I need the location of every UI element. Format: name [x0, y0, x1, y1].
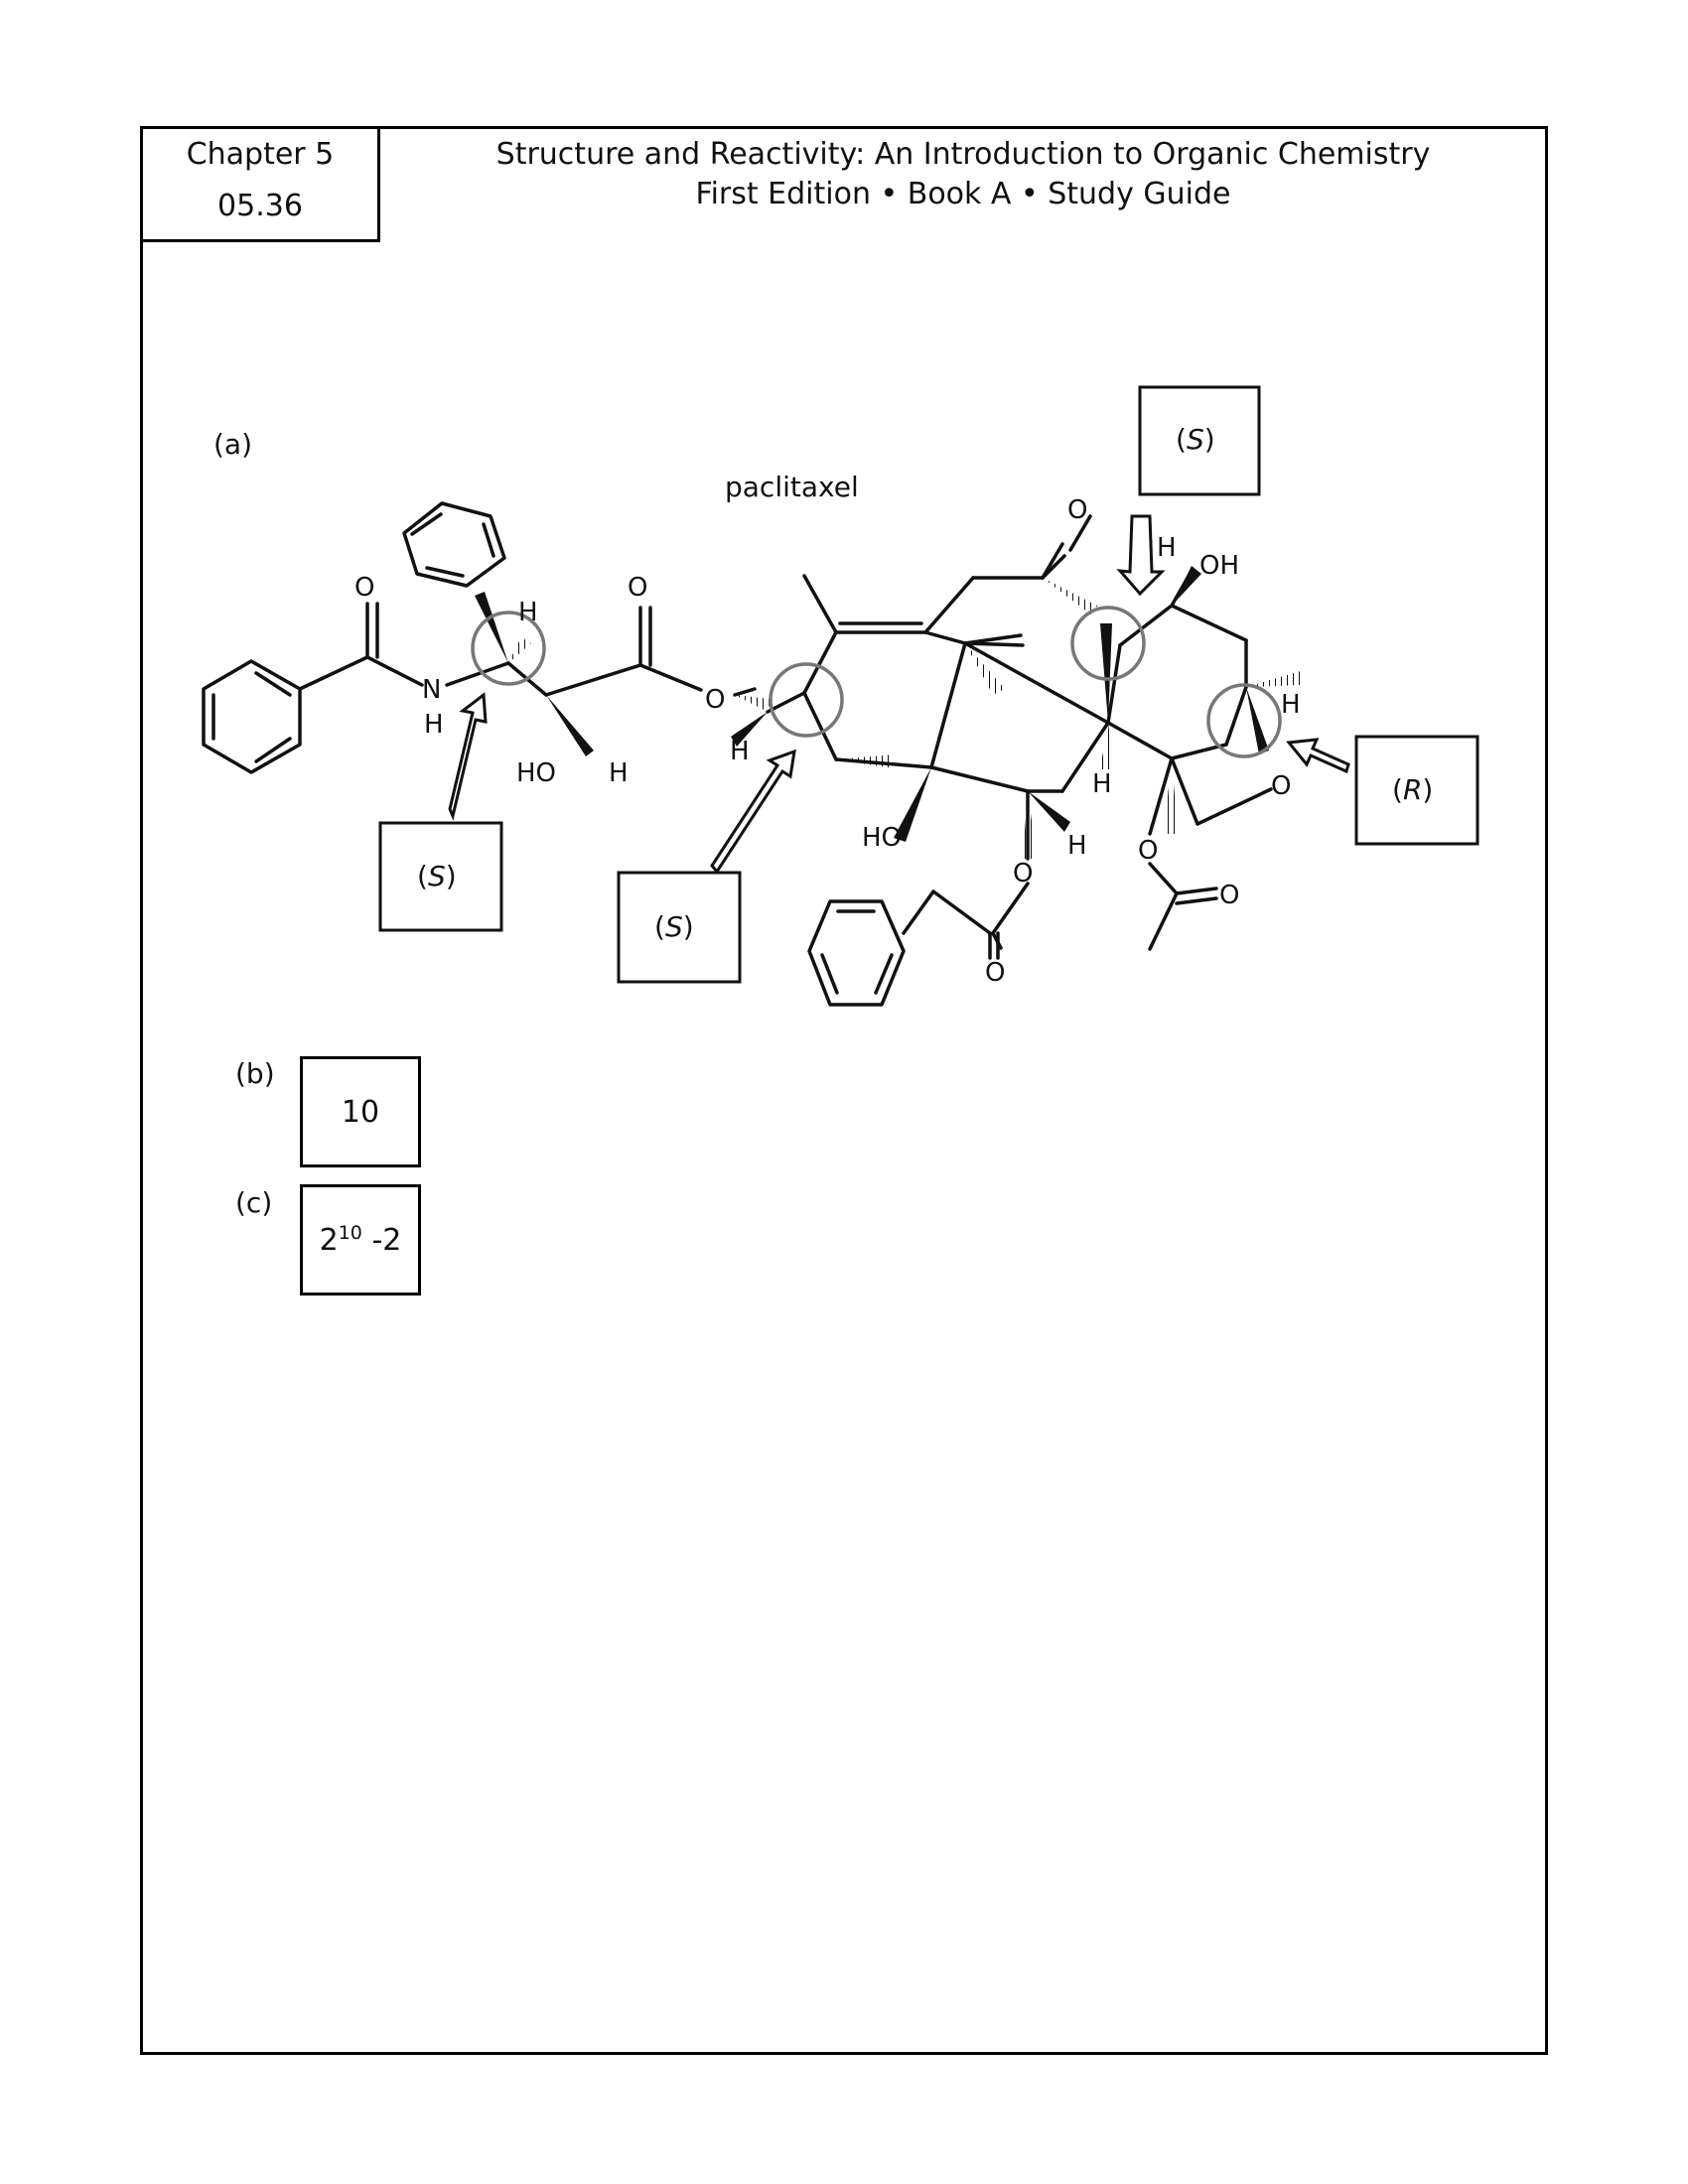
hashed-bonds — [508, 578, 1303, 859]
atom-labels: O N H H O HO H O H O H OH H H O HO H O O… — [354, 495, 1301, 988]
page-frame — [140, 126, 1548, 2055]
atom-ho-c2prime: HO — [516, 758, 556, 788]
part-c-label: (c) — [235, 1186, 273, 1219]
stereo-box-c13 — [617, 871, 742, 984]
stereo-label-c13: (S) — [654, 910, 694, 943]
atom-h-c2: H — [1067, 831, 1087, 861]
atom-o-amide: O — [354, 573, 374, 603]
chapter-label: Chapter 5 — [186, 137, 335, 172]
side-chain-phenyl-ring — [402, 501, 506, 588]
stereo-label-c5: (R) — [1392, 773, 1433, 806]
atom-n: N — [422, 675, 441, 705]
phenylacetate-ring — [807, 899, 906, 1007]
stereocentre-circle-1 — [471, 611, 546, 686]
part-c-answer-box: 210 -2 — [300, 1184, 421, 1296]
problem-number: 05.36 — [217, 189, 303, 223]
atom-h-n: H — [424, 710, 444, 740]
stereocentre-circle-2 — [769, 662, 844, 738]
stereo-label-c1: (S) — [1176, 423, 1215, 456]
stereo-label-boxes: (S) (S) (S) (R) — [378, 385, 1479, 984]
stereocentre-circle-4 — [1206, 683, 1282, 758]
book-title: Structure and Reactivity: An Introductio… — [417, 135, 1509, 214]
part-b-answer: 10 — [341, 1094, 380, 1130]
atom-h-c5: H — [1281, 690, 1301, 720]
atom-o-oxetane: O — [1271, 771, 1291, 801]
atom-oh-c7: OH — [1199, 551, 1239, 581]
atom-o-c2: O — [1013, 859, 1033, 888]
pointer-arrows — [448, 514, 1350, 875]
part-a-label: (a) — [213, 428, 252, 461]
atom-o-ester: O — [705, 685, 725, 715]
stereocentre-highlights — [471, 606, 1282, 758]
part-c-base: 2 — [319, 1223, 339, 1258]
atom-o-phenylacetate-carbonyl: O — [985, 958, 1005, 988]
stereocentre-circle-3 — [1070, 606, 1146, 681]
arrow-to-c1 — [1116, 514, 1166, 597]
atom-h-c2prime: H — [609, 758, 629, 788]
atom-o-ester-carbonyl: O — [628, 573, 647, 603]
arrow-to-c3prime — [448, 692, 488, 821]
atom-o-c4: O — [1138, 836, 1158, 866]
book-title-line-1: Structure and Reactivity: An Introductio… — [495, 137, 1431, 172]
atom-ho-c1: HO — [862, 823, 902, 853]
atom-h-c3prime: H — [518, 598, 538, 627]
atom-h-c3: H — [1092, 769, 1112, 799]
atom-h-c7: H — [1157, 533, 1177, 563]
chapter-box: Chapter 5 05.36 — [140, 126, 380, 242]
atom-h-c13: H — [730, 737, 750, 766]
wedge-bonds — [475, 566, 1269, 842]
atom-o-acetate-carbonyl: O — [1219, 881, 1239, 910]
part-c-exponent: 10 — [338, 1222, 362, 1244]
stereo-label-c3prime: (S) — [417, 860, 457, 892]
stereo-box-c5 — [1354, 735, 1479, 846]
part-b-answer-box: 10 — [300, 1056, 421, 1167]
stereo-box-c1 — [1138, 385, 1261, 496]
benzoyl-ring — [202, 659, 302, 774]
molecule-name: paclitaxel — [725, 471, 859, 503]
arrow-to-c5 — [1286, 738, 1350, 774]
arrow-to-c13 — [710, 749, 796, 875]
atom-o-ketone: O — [1067, 495, 1087, 525]
part-c-rest: -2 — [361, 1223, 402, 1258]
part-b-label: (b) — [235, 1057, 275, 1090]
part-c-answer: 210 -2 — [320, 1222, 402, 1258]
stereo-box-c3prime — [378, 821, 503, 932]
book-title-line-2: First Edition • Book A • Study Guide — [695, 177, 1231, 211]
